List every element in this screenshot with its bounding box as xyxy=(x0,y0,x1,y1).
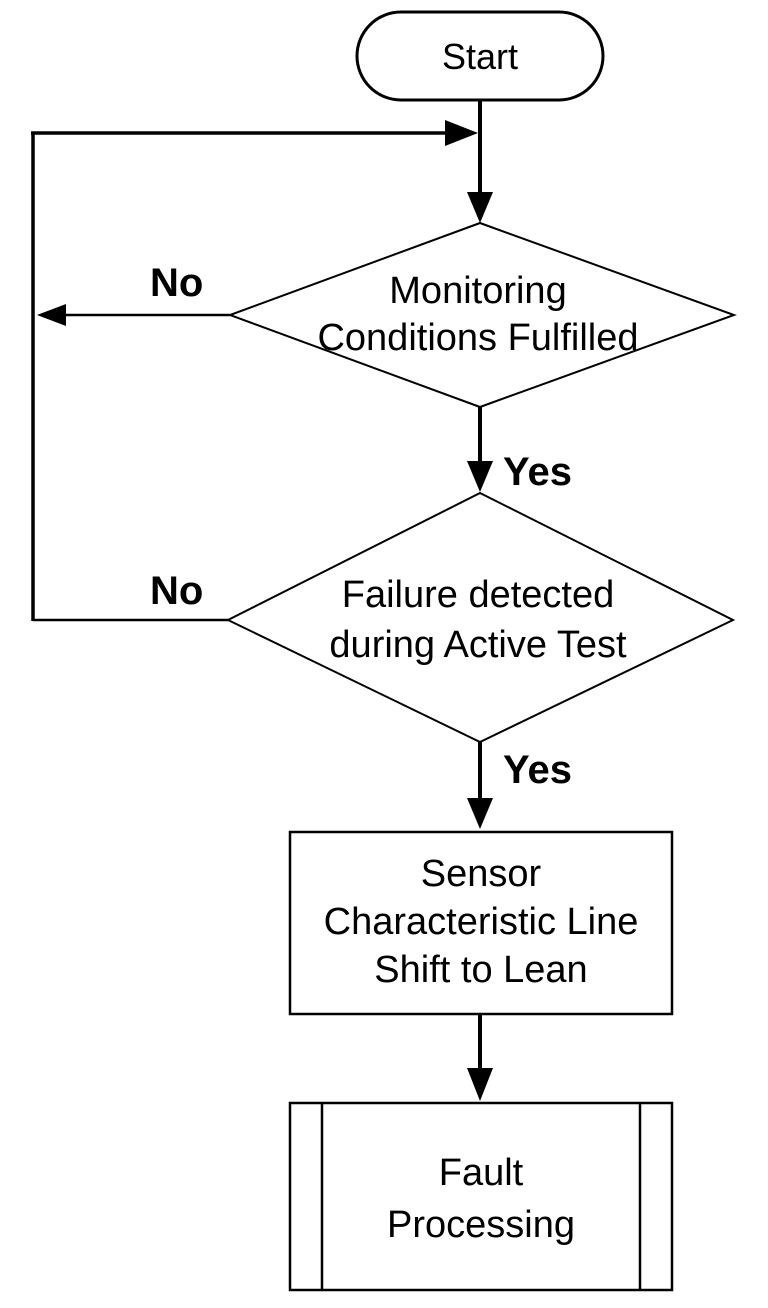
terminator-shape xyxy=(355,10,605,102)
arrowhead-into-failure xyxy=(467,461,493,492)
arrowhead-monitoring-no xyxy=(37,304,66,326)
node-start-label: Start xyxy=(442,36,518,77)
node-monitoring-label-line1: Monitoring xyxy=(389,270,566,312)
edge-loop-back xyxy=(31,120,478,622)
predefined-process-shape xyxy=(288,1101,674,1292)
node-sensor-label-line2: Characteristic Line xyxy=(324,901,639,943)
node-monitoring-label-line2: Conditions Fulfilled xyxy=(317,317,638,359)
decision-diamond-shape xyxy=(225,491,736,744)
edge-failure-yes: Yes xyxy=(467,742,572,829)
arrowhead-loop-into-main xyxy=(445,120,478,146)
edge-label-monitoring-yes: Yes xyxy=(503,450,572,494)
process-rect-shape xyxy=(288,830,674,1016)
arrowhead-into-monitoring xyxy=(467,192,493,223)
node-sensor-characteristic-process: Sensor Characteristic Line Shift to Lean xyxy=(288,830,674,1016)
node-start: Start xyxy=(355,10,605,102)
decision-diamond-shape xyxy=(227,221,737,409)
arrowhead-into-fault xyxy=(467,1068,493,1101)
edge-label-monitoring-no: No xyxy=(150,261,203,305)
edge-start-to-monitoring xyxy=(467,100,493,223)
edge-monitoring-no: No xyxy=(37,261,230,326)
node-fault-processing: Fault Processing xyxy=(288,1101,674,1292)
node-sensor-label-line3: Shift to Lean xyxy=(374,949,587,991)
node-failure-label-line2: during Active Test xyxy=(329,624,627,666)
node-failure-detected-decision: Failure detected during Active Test xyxy=(225,491,736,744)
node-monitoring-conditions-decision: Monitoring Conditions Fulfilled xyxy=(227,221,737,409)
arrowhead-into-sensor xyxy=(467,798,493,829)
node-fault-label-line1: Fault xyxy=(439,1152,524,1194)
node-sensor-label-line1: Sensor xyxy=(421,853,542,895)
edge-sensor-to-fault xyxy=(467,1014,493,1101)
node-fault-label-line2: Processing xyxy=(387,1204,575,1246)
edge-monitoring-yes: Yes xyxy=(467,407,572,494)
node-failure-label-line1: Failure detected xyxy=(342,574,615,616)
edge-label-failure-yes: Yes xyxy=(503,748,572,792)
edge-label-failure-no: No xyxy=(150,569,203,613)
